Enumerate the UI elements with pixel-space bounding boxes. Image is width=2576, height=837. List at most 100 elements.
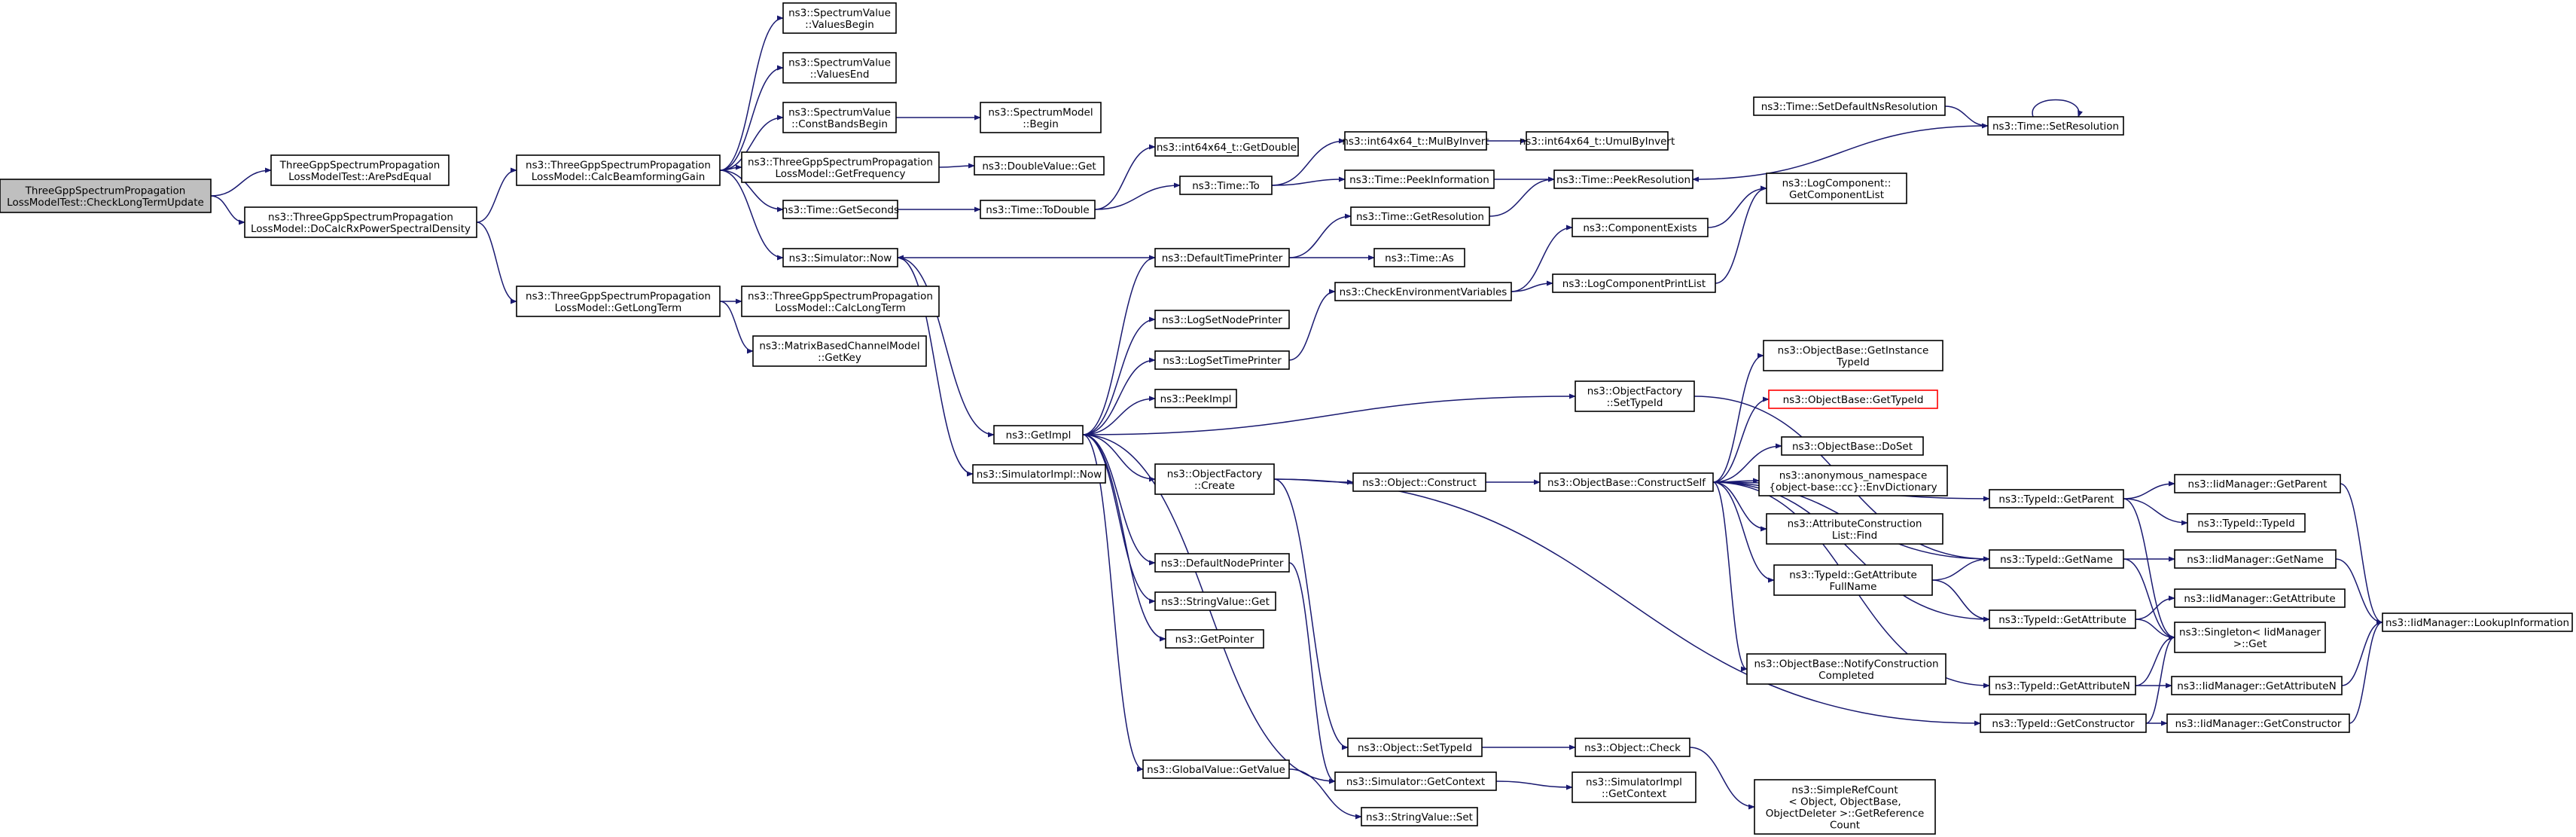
node-sim-impl-get-ctx[interactable]: ns3::SimulatorImpl::GetContext — [1572, 771, 1697, 803]
node-box — [2174, 474, 2341, 493]
node-ob-notify[interactable]: ns3::ObjectBase::NotifyConstructionCompl… — [1746, 653, 1946, 685]
node-time-to[interactable]: ns3::Time::To — [1179, 176, 1273, 195]
node-box — [1526, 131, 1669, 151]
node-get-ptr[interactable]: ns3::GetPointer — [1165, 629, 1264, 649]
node-time-peek-info[interactable]: ns3::Time::PeekInformation — [1344, 170, 1495, 189]
node-time-set-res[interactable]: ns3::Time::SetResolution — [1987, 116, 2124, 136]
node-tid-get-attr[interactable]: ns3::TypeId::GetAttribute — [1989, 609, 2136, 629]
node-log-set-node[interactable]: ns3::LogSetNodePrinter — [1154, 310, 1290, 329]
node-check-env[interactable]: ns3::CheckEnvironmentVariables — [1334, 282, 1512, 301]
node-env-dict[interactable]: ns3::anonymous_namespace{object-base::cc… — [1758, 465, 1948, 496]
node-def-node-pr[interactable]: ns3::DefaultNodePrinter — [1154, 553, 1290, 573]
node-tid-get-attr-n[interactable]: ns3::TypeId::GetAttributeN — [1989, 676, 2136, 695]
node-str-set[interactable]: ns3::StringValue::Set — [1361, 807, 1478, 826]
node-gv-get[interactable]: ns3::GlobalValue::GetValue — [1142, 759, 1290, 779]
edge-get-impl-to-def-time-pr — [1082, 255, 1156, 435]
node-iid-get-parent[interactable]: ns3::IidManager::GetParent — [2174, 474, 2341, 493]
node-sv-cbb[interactable]: ns3::SpectrumValue::ConstBandsBegin — [782, 102, 897, 133]
node-label: ::GetContext — [1602, 788, 1666, 800]
edge-get-impl-to-of-create — [1082, 434, 1156, 482]
node-box — [993, 425, 1084, 444]
node-label: ::GetKey — [818, 352, 861, 364]
node-iid-lookup[interactable]: ns3::IidManager::LookupInformation — [2382, 612, 2573, 632]
node-root[interactable]: ThreeGppSpectrumPropagationLossModelTest… — [0, 179, 212, 213]
node-calc-bf[interactable]: ns3::ThreeGppSpectrumPropagationLossMode… — [516, 154, 721, 186]
node-iid-get-attr-n[interactable]: ns3::IidManager::GetAttributeN — [2171, 676, 2343, 695]
node-obj-check[interactable]: ns3::Object::Check — [1575, 738, 1690, 757]
node-mb-get-key[interactable]: ns3::MatrixBasedChannelModel::GetKey — [752, 335, 927, 367]
node-label: ns3::ObjectFactory — [1587, 385, 1683, 397]
node-i64-mul-inv[interactable]: ns3::int64x64_t::MulByInvert — [1342, 131, 1489, 151]
node-box — [1154, 463, 1275, 495]
node-of-set-tid[interactable]: ns3::ObjectFactory::SetTypeId — [1575, 380, 1695, 412]
node-calc-lt[interactable]: ns3::ThreeGppSpectrumPropagationLossMode… — [741, 286, 940, 317]
node-tid-get-name[interactable]: ns3::TypeId::GetName — [1989, 549, 2124, 569]
node-log-set-time[interactable]: ns3::LogSetTimePrinter — [1154, 350, 1290, 370]
node-time-to-dbl[interactable]: ns3::Time::ToDouble — [980, 200, 1096, 219]
node-do-calc[interactable]: ns3::ThreeGppSpectrumPropagationLossMode… — [244, 206, 477, 238]
node-label: ns3::ThreeGppSpectrumPropagation — [526, 290, 711, 302]
node-peek-impl[interactable]: ns3::PeekImpl — [1154, 389, 1237, 408]
node-sv-val-end[interactable]: ns3::SpectrumValue::ValuesEnd — [782, 52, 897, 84]
node-i64-get-dbl[interactable]: ns3::int64x64_t::GetDouble — [1154, 137, 1299, 157]
node-obj-construct[interactable]: ns3::Object::Construct — [1352, 472, 1486, 492]
node-iid-get-name[interactable]: ns3::IidManager::GetName — [2174, 549, 2337, 569]
node-time-get-sec[interactable]: ns3::Time::GetSeconds — [782, 200, 899, 219]
node-sm-begin[interactable]: ns3::SpectrumModel::Begin — [980, 102, 1102, 133]
node-str-get[interactable]: ns3::StringValue::Get — [1154, 591, 1276, 611]
node-get-lt[interactable]: ns3::ThreeGppSpectrumPropagationLossMode… — [516, 286, 721, 317]
node-simple-ref[interactable]: ns3::SimpleRefCount< Object, ObjectBase,… — [1754, 779, 1936, 835]
node-ob-do-set[interactable]: ns3::ObjectBase::DoSet — [1781, 436, 1924, 456]
node-tid-get-parent[interactable]: ns3::TypeId::GetParent — [1989, 489, 2124, 509]
node-sv-val-beg[interactable]: ns3::SpectrumValue::ValuesBegin — [782, 2, 897, 34]
node-tid-get-ctor[interactable]: ns3::TypeId::GetConstructor — [1980, 713, 2147, 733]
node-comp-exists[interactable]: ns3::ComponentExists — [1572, 218, 1709, 237]
node-dbl-get[interactable]: ns3::DoubleValue::Get — [974, 156, 1105, 176]
node-sim-impl-now[interactable]: ns3::SimulatorImpl::Now — [972, 464, 1106, 484]
node-label: ns3::DefaultNodePrinter — [1161, 557, 1284, 570]
node-label: ns3::LogSetNodePrinter — [1162, 314, 1282, 326]
node-label: ns3::ObjectBase::DoSet — [1792, 441, 1913, 453]
node-box — [1347, 738, 1483, 757]
node-obj-set-tid[interactable]: ns3::Object::SetTypeId — [1347, 738, 1483, 757]
node-def-time-pr[interactable]: ns3::DefaultTimePrinter — [1154, 248, 1290, 267]
node-time-set-def[interactable]: ns3::Time::SetDefaultNsResolution — [1753, 96, 1946, 116]
node-box — [1773, 564, 1933, 596]
node-time-as[interactable]: ns3::Time::As — [1373, 248, 1465, 267]
edge-calc-bf-to-sv-val-beg — [719, 15, 784, 171]
node-ob-construct-self[interactable]: ns3::ObjectBase::ConstructSelf — [1539, 472, 1714, 492]
node-time-get-res[interactable]: ns3::Time::GetResolution — [1350, 206, 1490, 226]
node-iid-get-ctor[interactable]: ns3::IidManager::GetConstructor — [2166, 713, 2350, 733]
node-ob-get-tid[interactable]: ns3::ObjectBase::GetTypeId — [1768, 389, 1938, 409]
node-get-impl[interactable]: ns3::GetImpl — [993, 425, 1084, 444]
node-label: ns3::ObjectBase::GetInstance — [1778, 344, 1929, 356]
node-label: ns3::SpectrumValue — [788, 106, 891, 118]
node-sim-get-ctx[interactable]: ns3::Simulator::GetContext — [1334, 771, 1497, 791]
node-log-comp-list[interactable]: ns3::LogComponent::GetComponentList — [1766, 173, 1907, 204]
node-are-psd[interactable]: ThreeGppSpectrumPropagationLossModelTest… — [270, 154, 450, 186]
node-label: ::Create — [1194, 480, 1235, 492]
node-box — [2174, 622, 2326, 653]
node-iid-get-attr[interactable]: ns3::IidManager::GetAttribute — [2174, 588, 2346, 608]
node-tid-tid[interactable]: ns3::TypeId::TypeId — [2187, 513, 2306, 533]
node-label: ns3::Time::ToDouble — [986, 204, 1089, 216]
node-log-comp-print[interactable]: ns3::LogComponentPrintList — [1552, 273, 1716, 293]
node-label: ns3::Time::SetResolution — [1992, 121, 2119, 133]
node-box — [741, 151, 940, 183]
node-box — [1781, 436, 1924, 456]
node-box — [1987, 116, 2124, 136]
edge-tid-get-attr-full-to-tid-get-attr — [1931, 579, 1990, 622]
edge-time-set-res-to-time-peek-res — [1692, 125, 1989, 182]
node-singleton-get[interactable]: ns3::Singleton< IidManager>::Get — [2174, 622, 2326, 653]
node-box — [782, 248, 898, 267]
node-time-peek-res[interactable]: ns3::Time::PeekResolution — [1553, 170, 1693, 189]
node-sim-now[interactable]: ns3::Simulator::Now — [782, 248, 898, 267]
node-i64-umul-inv[interactable]: ns3::int64x64_t::UmulByInvert — [1520, 131, 1675, 151]
node-of-create[interactable]: ns3::ObjectFactory::Create — [1154, 463, 1275, 495]
node-label: ns3::TypeId::GetConstructor — [1992, 718, 2135, 730]
node-get-freq[interactable]: ns3::ThreeGppSpectrumPropagationLossMode… — [741, 151, 940, 183]
node-label: ns3::ObjectBase::ConstructSelf — [1547, 477, 1706, 489]
